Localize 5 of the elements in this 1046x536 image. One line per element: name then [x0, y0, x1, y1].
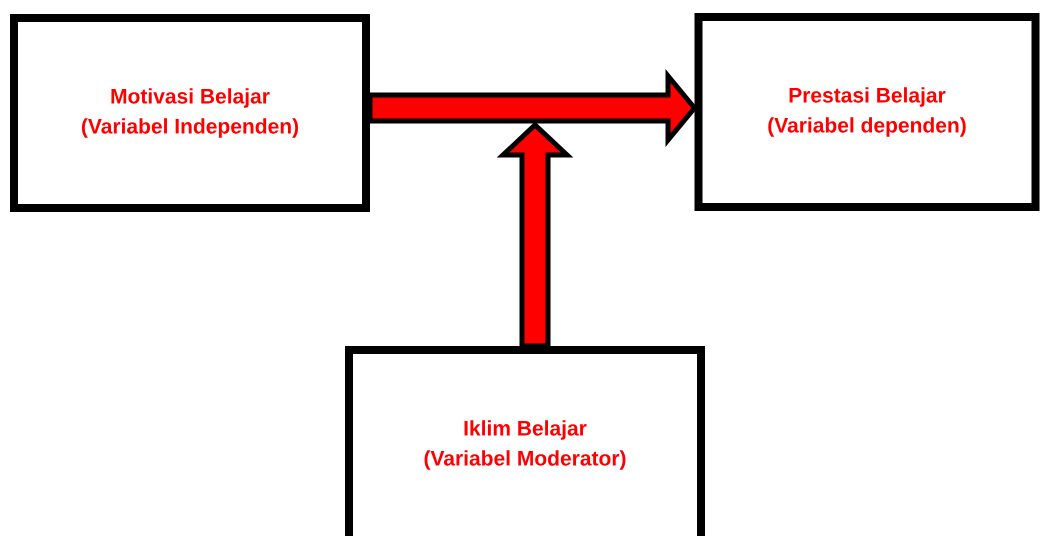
block-arrow — [496, 121, 574, 349]
text-box: Iklim Belajar (Variabel Moderator) — [345, 346, 705, 536]
text-box: Prestasi Belajar (Variabel dependen) — [694, 13, 1040, 211]
text-box: Motivasi Belajar (Variabel Independen) — [10, 14, 370, 212]
block-arrow — [367, 69, 698, 147]
